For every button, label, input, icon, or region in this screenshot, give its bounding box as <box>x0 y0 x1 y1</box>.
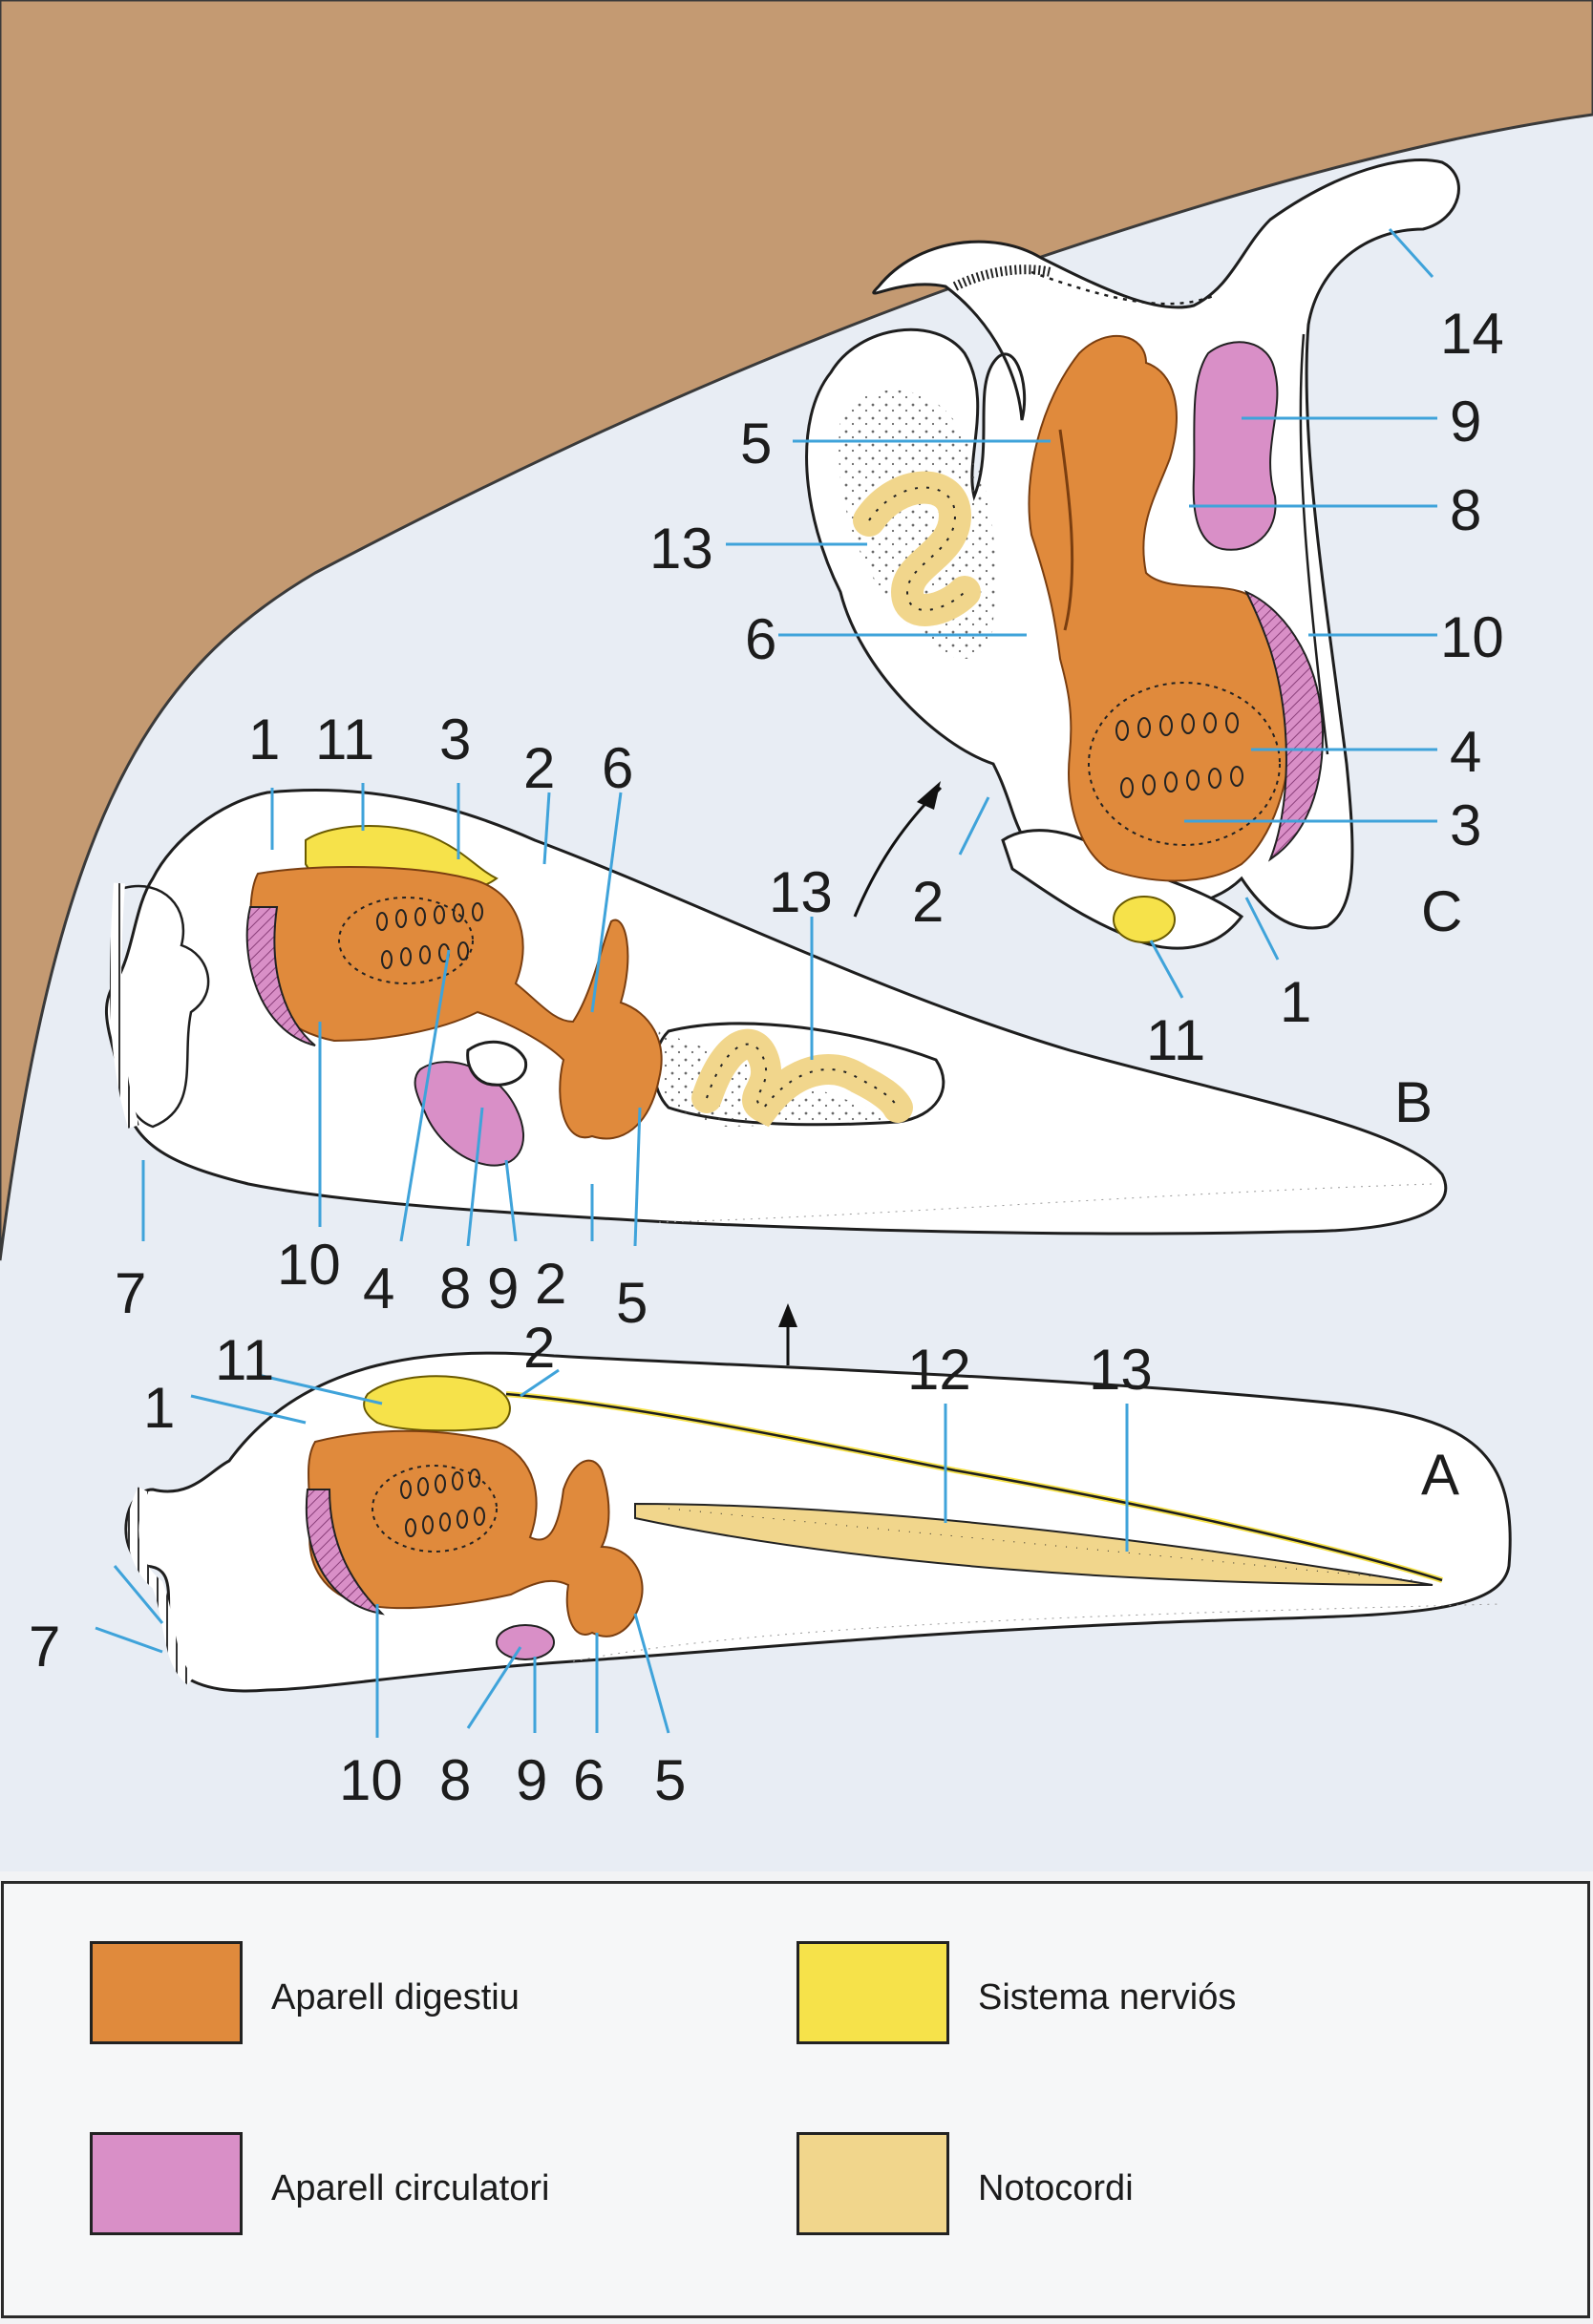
tunicate-metamorphosis-figure: 14 9 8 10 4 3 C 1 11 2 5 13 6 <box>0 0 1593 1812</box>
legend-label-nervous: Sistema nerviós <box>978 1977 1237 2018</box>
stage-a-label-1: 1 <box>143 1376 175 1440</box>
stage-c-label-10: 10 <box>1440 605 1504 669</box>
stage-a-label-9: 9 <box>516 1748 547 1812</box>
stage-a-heart <box>496 1624 555 1660</box>
stage-c-label-1: 1 <box>1280 970 1311 1034</box>
legend-swatch-notochord <box>796 2132 949 2235</box>
stage-b-stigmata <box>338 897 483 984</box>
stage-a-label-5: 5 <box>654 1748 686 1812</box>
stage-a-label-12: 12 <box>907 1338 971 1402</box>
stage-c-label-6: 6 <box>745 607 776 671</box>
stage-c-label-2: 2 <box>912 870 944 934</box>
stage-b-label-1: 1 <box>248 708 280 771</box>
stage-b-label-7: 7 <box>115 1261 146 1325</box>
stage-a-notochord <box>634 1502 1434 1586</box>
stage-b-gut <box>249 866 663 1140</box>
stage-b-label-2: 2 <box>523 736 555 800</box>
stage-b-label-13: 13 <box>769 860 833 924</box>
stage-a-label-7: 7 <box>29 1615 60 1679</box>
stage-b-label-6: 6 <box>602 736 633 800</box>
stage-b-label-11: 11 <box>315 708 374 771</box>
stage-c-label-4: 4 <box>1450 720 1481 784</box>
legend-label-notochord: Notocordi <box>978 2168 1134 2208</box>
legend-swatch-digestive <box>90 1941 243 2044</box>
stage-b-label-9: 9 <box>487 1257 519 1320</box>
stage-c-label-3: 3 <box>1450 793 1481 857</box>
stage-c-label-8: 8 <box>1450 478 1481 542</box>
stage-a-label-2: 2 <box>523 1316 555 1380</box>
stage-a-drawing: 11 1 2 12 13 A 7 10 8 9 6 5 <box>29 1316 1512 1812</box>
stage-b-label-10: 10 <box>277 1233 341 1297</box>
stage-a-label-13: 13 <box>1089 1338 1153 1402</box>
legend-swatch-nervous <box>796 1941 949 2044</box>
stage-a-label-10: 10 <box>339 1748 403 1812</box>
stage-b-letter: B <box>1394 1070 1433 1134</box>
stage-c-label-14: 14 <box>1440 302 1504 366</box>
stage-b-label-4: 4 <box>363 1257 394 1320</box>
stage-c-gut <box>1028 335 1291 882</box>
stage-c-label-11: 11 <box>1146 1008 1205 1072</box>
stage-b-drawing: 1 11 3 2 6 13 B 7 10 4 8 9 2 5 <box>104 708 1448 1365</box>
stage-a-label-8: 8 <box>439 1748 471 1812</box>
stage-a-letter: A <box>1421 1443 1459 1507</box>
stage-c-stigmata <box>1115 712 1243 798</box>
stage-c-letter: C <box>1421 879 1462 943</box>
stage-c-label-13: 13 <box>649 517 713 581</box>
stage-c-drawing: 14 9 8 10 4 3 C 1 11 2 5 13 6 <box>649 158 1504 1072</box>
stage-a-label-11: 11 <box>215 1328 274 1392</box>
legend-swatch-circulatory <box>90 2132 243 2235</box>
stage-b-label-5: 5 <box>616 1271 648 1335</box>
legend-label-digestive: Aparell digestiu <box>271 1977 520 2018</box>
stage-c-ganglion <box>1113 896 1176 943</box>
background-land <box>0 0 1593 1261</box>
stage-c-heart <box>1192 341 1279 551</box>
stage-b-label-8: 8 <box>439 1257 471 1320</box>
stage-b-label-2b: 2 <box>535 1252 566 1316</box>
stage-a-label-6: 6 <box>573 1748 605 1812</box>
stage-a-stigmata <box>372 1465 498 1553</box>
stage-a-ganglion <box>363 1375 511 1432</box>
stage-c-label-5: 5 <box>740 412 772 475</box>
legend-label-circulatory: Aparell circulatori <box>271 2168 550 2208</box>
stage-b-label-3: 3 <box>439 708 471 771</box>
color-legend: Aparell digestiu Sistema nerviós Aparell… <box>1 1881 1590 2318</box>
stage-c-label-9: 9 <box>1450 390 1481 454</box>
